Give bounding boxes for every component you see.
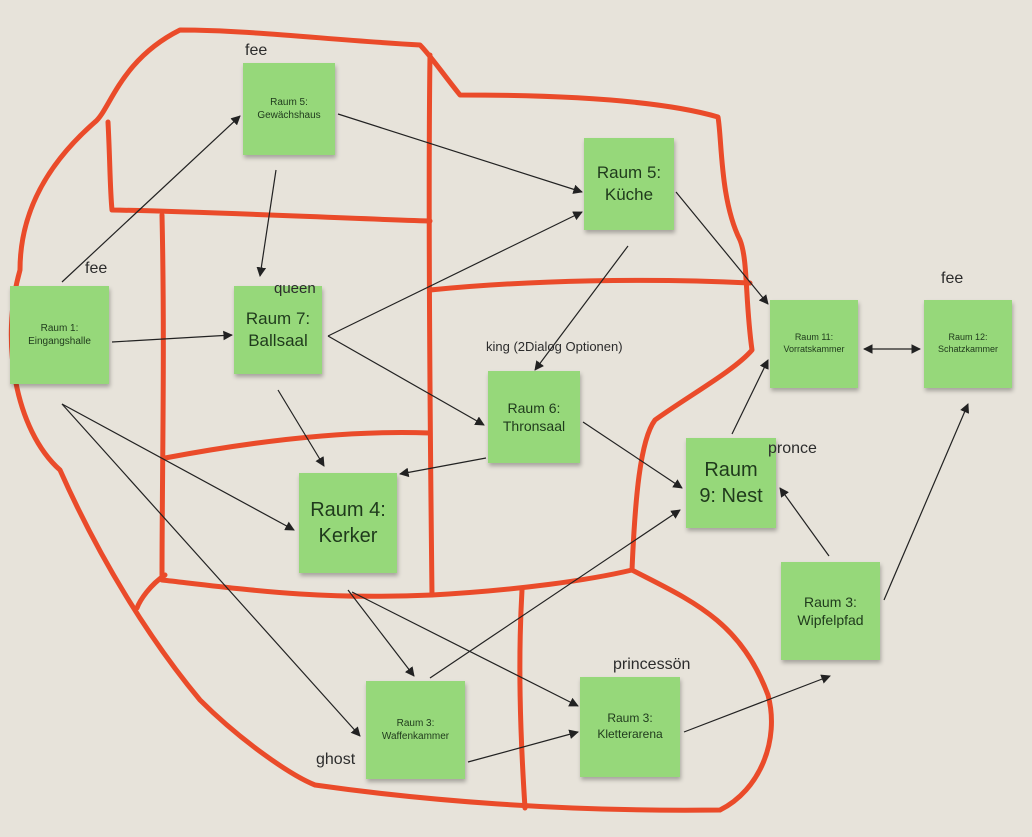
room-label: Raum 6: Thronsaal bbox=[502, 399, 566, 434]
room-label: Raum 4: Kerker bbox=[310, 499, 386, 547]
arrow bbox=[327, 211, 583, 337]
arrow bbox=[347, 589, 415, 677]
arrow bbox=[534, 245, 629, 371]
region-divider bbox=[426, 52, 435, 598]
arrow bbox=[256, 169, 277, 277]
arrow bbox=[683, 674, 831, 733]
arrow bbox=[582, 421, 683, 489]
room-label: Raum 3: Wipfelpfad bbox=[797, 593, 864, 628]
arrow bbox=[327, 335, 485, 426]
room-note-schatzkammer[interactable]: Raum 12: Schatzkammer bbox=[924, 300, 1012, 388]
connections bbox=[61, 113, 970, 763]
room-note-eingangshalle[interactable]: Raum 1: Eingangshalle bbox=[10, 286, 109, 384]
region-divider bbox=[105, 119, 433, 224]
room-note-thronsaal[interactable]: Raum 6: Thronsaal bbox=[488, 371, 580, 463]
room-label: Raum 9: Nest bbox=[699, 459, 763, 507]
arrow bbox=[111, 330, 233, 343]
room-note-nest[interactable]: Raum 9: Nest bbox=[686, 438, 776, 528]
room-label: Raum 12: Schatzkammer bbox=[937, 332, 999, 354]
room-note-kletterarena[interactable]: Raum 3: Kletterarena bbox=[580, 677, 680, 777]
room-label: Raum 5: Gewächshaus bbox=[257, 97, 321, 121]
arrow bbox=[61, 403, 361, 737]
arrow bbox=[399, 457, 487, 478]
arrow bbox=[467, 729, 579, 763]
character-label-pronce: pronce bbox=[768, 440, 817, 457]
arrow bbox=[277, 389, 325, 467]
arrow bbox=[779, 487, 830, 557]
region-divider bbox=[427, 277, 753, 293]
region-outlines bbox=[8, 27, 774, 813]
room-note-waffenkammer[interactable]: Raum 3: Waffenkammer bbox=[366, 681, 465, 779]
region-divider bbox=[517, 587, 528, 811]
room-label: Raum 5: Küche bbox=[596, 162, 662, 204]
character-label-king: king (2Dialog Optionen) bbox=[486, 339, 623, 354]
character-label-fee: fee bbox=[941, 270, 964, 287]
room-note-kueche[interactable]: Raum 5: Küche bbox=[584, 138, 674, 230]
room-note-wipfelpfad[interactable]: Raum 3: Wipfelpfad bbox=[781, 562, 880, 660]
arrow bbox=[61, 403, 295, 531]
character-label-fee: fee bbox=[245, 42, 268, 59]
arrow bbox=[731, 359, 769, 435]
room-note-gewaechshaus[interactable]: Raum 5: Gewächshaus bbox=[243, 63, 335, 155]
room-note-kerker[interactable]: Raum 4: Kerker bbox=[299, 473, 397, 573]
room-note-vorratskammer[interactable]: Raum 11: Vorratskammer bbox=[770, 300, 858, 388]
outer-boundary bbox=[8, 27, 774, 813]
arrow bbox=[675, 191, 769, 305]
arrow bbox=[429, 509, 681, 679]
room-label: Raum 3: Kletterarena bbox=[597, 711, 663, 741]
room-label: Raum 1: Eingangshalle bbox=[28, 323, 91, 347]
room-label: Raum 11: Vorratskammer bbox=[783, 332, 845, 354]
arrow bbox=[883, 403, 970, 601]
character-label-princesson: princessön bbox=[613, 656, 691, 673]
character-label-fee: fee bbox=[85, 260, 108, 277]
region-divider bbox=[134, 572, 168, 611]
character-label-ghost: ghost bbox=[316, 751, 356, 768]
room-label: Raum 7: Ballsaal bbox=[245, 308, 311, 350]
room-label: Raum 3: Waffenkammer bbox=[381, 718, 450, 742]
region-divider bbox=[162, 429, 433, 461]
arrow bbox=[337, 113, 583, 194]
room-note-ballsaal[interactable]: Raum 7: Ballsaal bbox=[234, 286, 322, 374]
character-label-queen: queen bbox=[274, 280, 316, 297]
arrow bbox=[351, 591, 579, 707]
arrow bbox=[61, 115, 241, 283]
region-divider bbox=[159, 212, 635, 599]
